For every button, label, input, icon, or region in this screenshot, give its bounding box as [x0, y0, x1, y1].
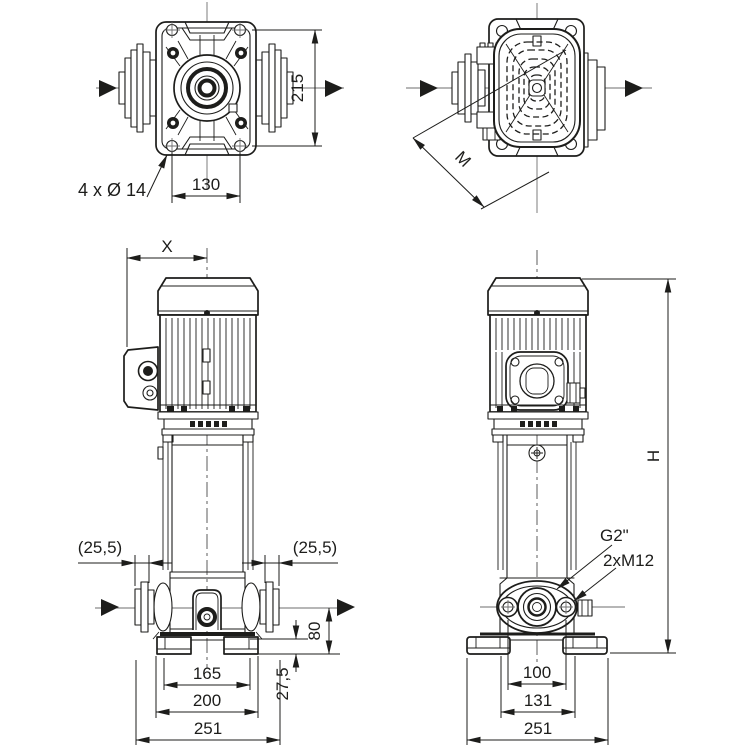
dim-H: H — [582, 278, 676, 654]
flow-arrow-icon — [325, 80, 343, 97]
callout-2xm12: 2xM12 — [573, 551, 654, 602]
motor-bolt-holes — [167, 47, 247, 129]
mounting-holes — [164, 22, 248, 154]
dim-label-251-side: 251 — [524, 719, 552, 738]
shaft-bore — [173, 54, 241, 122]
flow-arrow-icon — [337, 599, 355, 616]
motor-cap-side — [487, 277, 589, 316]
dim-215: 215 — [252, 29, 322, 147]
pump-housing-side — [496, 571, 593, 634]
dim-131: 131 — [500, 656, 576, 718]
dim-label-25-5-right: (25,5) — [293, 538, 337, 557]
label-g2: G2" — [600, 526, 629, 545]
terminal-box — [123, 346, 159, 411]
base-side — [466, 632, 608, 655]
dim-label-X: X — [161, 237, 172, 256]
dim-label-165: 165 — [193, 664, 221, 683]
dim-label-130: 130 — [192, 175, 220, 194]
dim-label-200: 200 — [193, 691, 221, 710]
view-motor-top: M — [406, 3, 652, 213]
suction-flange-left — [118, 43, 157, 133]
dim-80: 80 — [258, 607, 340, 655]
dim-251-side: 251 — [466, 658, 609, 745]
pump-column-side — [497, 434, 577, 573]
pump-column — [157, 434, 254, 573]
view-pump-front: X — [78, 237, 355, 745]
lantern-side — [487, 411, 589, 443]
motor-body — [159, 314, 257, 413]
motor-body-side — [489, 314, 587, 413]
dim-label-215: 215 — [288, 74, 307, 102]
dim-130: 130 — [171, 152, 241, 203]
dim-label-100: 100 — [523, 663, 551, 682]
callout-g2: G2" — [556, 526, 629, 590]
label-4xd14: 4 x Ø 14 — [78, 180, 146, 200]
discharge-flange-right — [255, 43, 294, 133]
dim-label-H: H — [644, 450, 663, 462]
flow-arrow-icon — [99, 80, 117, 97]
terminal-box-top — [451, 53, 486, 123]
flow-arrow-icon — [420, 80, 438, 97]
dim-label-251-front: 251 — [194, 719, 222, 738]
dim-100: 100 — [507, 620, 567, 690]
dim-251-front: 251 — [135, 660, 281, 745]
view-pump-side: G2" 2xM12 H 100 131 251 — [466, 250, 676, 745]
dim-label-25-5-left: (25,5) — [78, 538, 122, 557]
dim-165: 165 — [163, 658, 251, 690]
pump-housing — [134, 571, 280, 634]
callout-bolt-holes: 4 x Ø 14 — [78, 154, 168, 200]
base-front — [152, 631, 263, 655]
dim-X: X — [126, 237, 208, 347]
dim-label-M: M — [451, 147, 474, 170]
dim-200: 200 — [155, 656, 259, 718]
fan-cowl — [493, 28, 581, 148]
view-pump-head-top: 215 130 4 x Ø 14 — [78, 2, 344, 203]
label-2xm12: 2xM12 — [603, 551, 654, 570]
lantern — [157, 411, 259, 443]
dim-25-5-right: (25,5) — [242, 538, 338, 586]
motor-cap — [157, 277, 259, 316]
dim-label-27-5: 27,5 — [273, 667, 292, 700]
dim-label-131: 131 — [524, 691, 552, 710]
dim-label-80: 80 — [305, 622, 324, 641]
flow-arrow-icon — [101, 599, 119, 616]
dim-27-5: 27,5 — [250, 620, 308, 701]
flange-right-top — [581, 52, 606, 148]
flow-arrow-icon — [625, 80, 643, 97]
dim-25-5-left: (25,5) — [78, 538, 172, 586]
